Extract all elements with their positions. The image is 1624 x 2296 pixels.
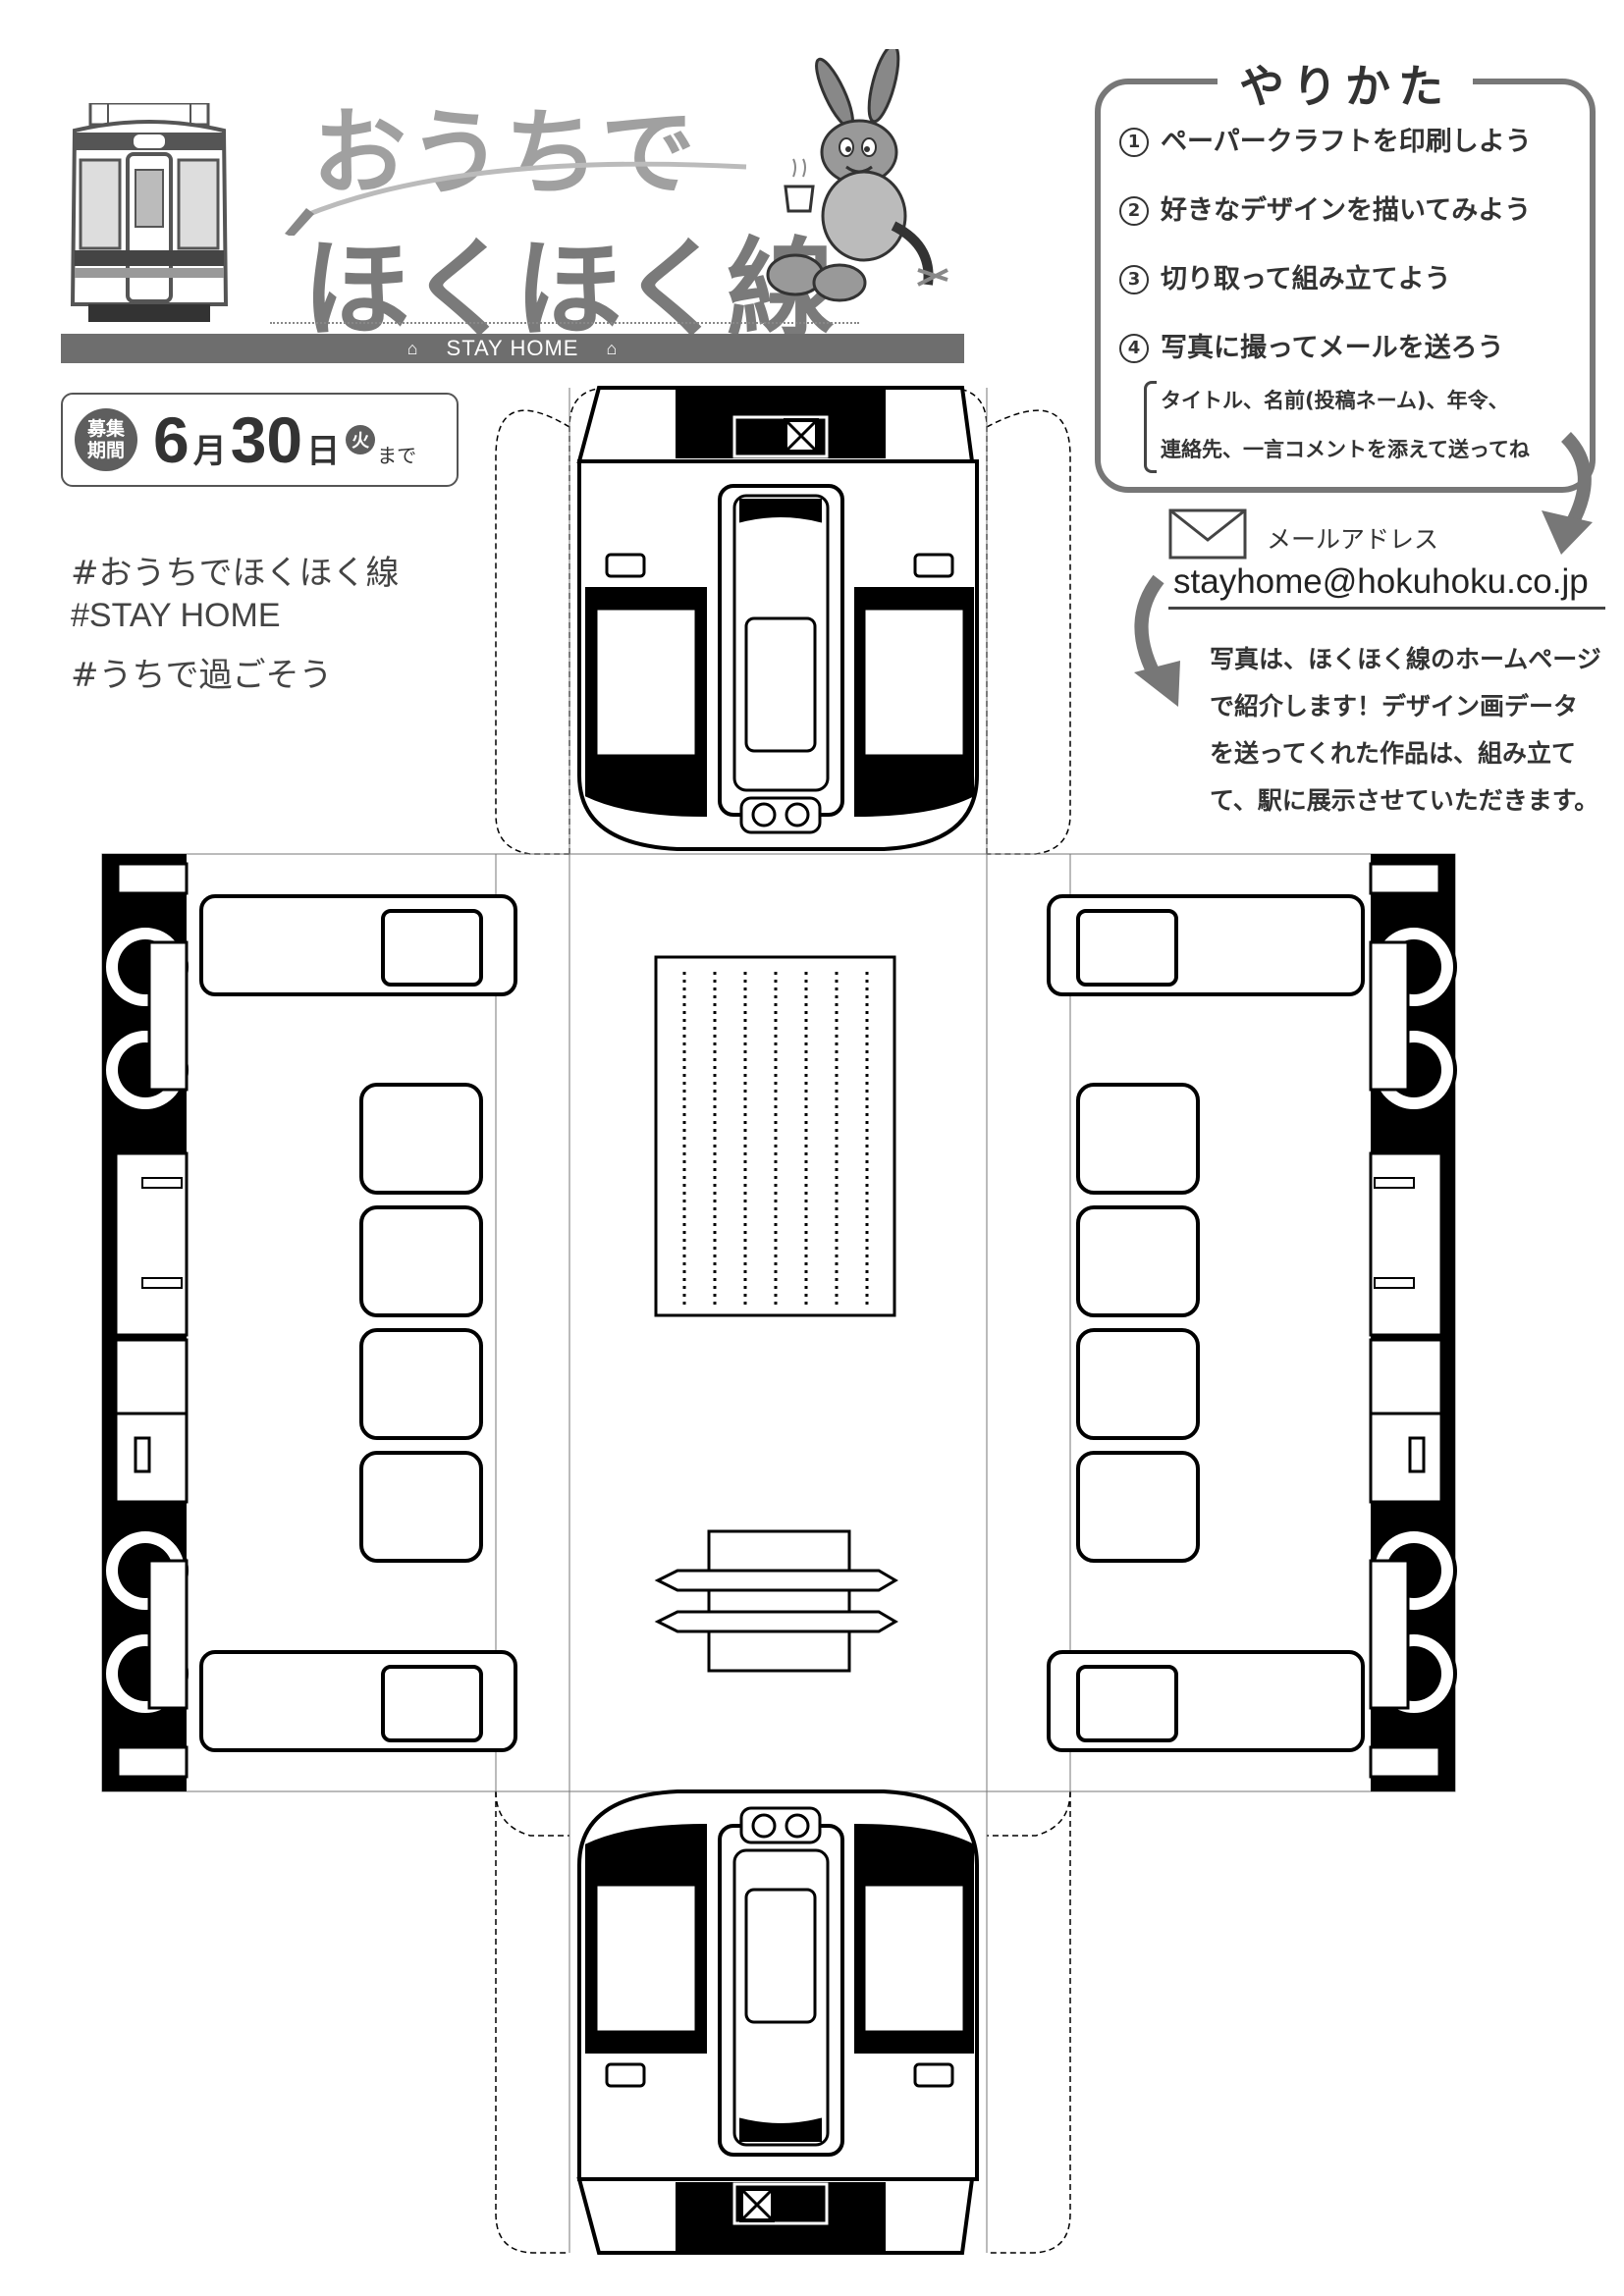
train-side-panel-left xyxy=(199,894,517,1752)
period-label-line-1: 募集 xyxy=(86,418,125,440)
submission-note: 連絡先、一言コメントを添えて送ってね xyxy=(1161,438,1530,461)
stay-home-banner: ⌂ STAY HOME ⌂ xyxy=(61,334,964,363)
instructions-title: やりかた xyxy=(1218,51,1473,116)
pantograph xyxy=(654,1529,898,1673)
period-month: 6 xyxy=(153,403,189,476)
period-date: 6 月 30 日 火 まで xyxy=(153,402,416,477)
hashtag: #うちで過ごそう xyxy=(71,656,333,695)
glue-tab-bottom xyxy=(495,1790,1071,2254)
instruction-step: 3 切り取って組み立てよう xyxy=(1119,257,1451,295)
hashtag: #STAY HOME xyxy=(71,597,281,634)
period-label-line-2: 期間 xyxy=(86,440,125,461)
email-label: メールアドレス xyxy=(1267,525,1439,554)
email-underline xyxy=(1168,607,1605,610)
train-roof xyxy=(654,955,896,1317)
step-number: 2 xyxy=(1119,196,1149,226)
title-line-2: ほくほく線 xyxy=(302,227,835,352)
banner-text: STAY HOME xyxy=(446,336,579,360)
train-front-face-top xyxy=(576,386,979,851)
step-text: 写真に撮ってメールを送ろう xyxy=(1161,333,1504,363)
step-number: 1 xyxy=(1119,128,1149,157)
note-bracket xyxy=(1144,381,1157,473)
hashtag: #おうちでほくほく線 xyxy=(71,554,400,593)
email-description-line: で紹介します！デザイン画データ xyxy=(1210,692,1579,721)
instruction-step: 4 写真に撮ってメールを送ろう xyxy=(1119,326,1504,364)
period-day: 30 xyxy=(230,403,303,476)
rabbit-mascot-icon xyxy=(766,49,948,302)
house-icon: ⌂ xyxy=(406,338,419,358)
instruction-step: 2 好きなデザインを描いてみよう xyxy=(1119,188,1531,227)
dotted-rule xyxy=(270,322,859,324)
title-line-1: おうちで xyxy=(312,98,697,208)
train-end-strip-left xyxy=(102,854,189,1791)
curved-arrow-icon xyxy=(1134,574,1180,707)
step-number: 3 xyxy=(1119,265,1149,294)
envelope-icon xyxy=(1168,508,1247,560)
house-icon: ⌂ xyxy=(606,338,619,358)
instruction-step: 1 ペーパークラフトを印刷しよう xyxy=(1119,120,1532,158)
period-month-unit: 月 xyxy=(192,433,227,470)
submission-note: タイトル、名前(投稿ネーム)、年令、 xyxy=(1161,389,1509,412)
weekday-badge: 火 xyxy=(346,425,376,454)
train-side-panel-right xyxy=(1047,894,1365,1752)
train-front-illustration xyxy=(70,103,229,322)
email-description-line: て、駅に展示させていただきます。 xyxy=(1210,786,1599,815)
application-period-box: 募集 期間 6 月 30 日 火 まで xyxy=(61,393,459,487)
train-end-strip-right xyxy=(1369,854,1457,1791)
step-text: 好きなデザインを描いてみよう xyxy=(1161,195,1532,226)
email-description-line: を送ってくれた作品は、組み立て xyxy=(1210,739,1577,768)
glue-tab-top xyxy=(495,387,1071,855)
period-day-unit: 日 xyxy=(306,433,341,470)
email-description-line: 写真は、ほくほく線のホームページ xyxy=(1210,645,1601,673)
email-address[interactable]: stayhome@hokuhoku.co.jp xyxy=(1173,562,1589,601)
step-text: 切り取って組み立てよう xyxy=(1161,264,1451,294)
curved-arrow-icon xyxy=(1542,432,1593,555)
train-front-face-bottom xyxy=(576,1789,979,2255)
pencil-swoosh-decoration xyxy=(285,161,747,236)
period-until: まで xyxy=(377,446,417,467)
step-number: 4 xyxy=(1119,334,1149,363)
step-text: ペーパークラフトを印刷しよう xyxy=(1161,127,1532,157)
period-label: 募集 期間 xyxy=(75,408,137,471)
